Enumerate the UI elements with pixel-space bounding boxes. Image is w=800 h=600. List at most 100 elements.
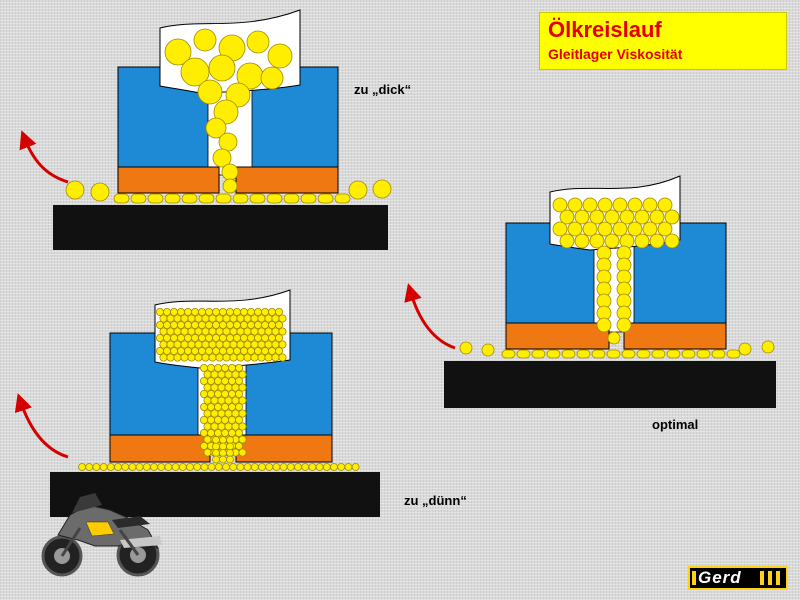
oil-drop	[199, 441, 208, 450]
oil-drop	[231, 370, 240, 379]
oil-drop	[322, 463, 331, 471]
oil-film	[591, 349, 606, 359]
oil-drop	[212, 449, 220, 457]
oil-drop	[201, 353, 210, 362]
oil-drop	[135, 463, 144, 471]
oil-drop	[219, 455, 227, 464]
oil-drop	[664, 233, 680, 249]
oil-drop	[166, 353, 175, 362]
oil-drop	[215, 314, 224, 323]
oil-drop	[180, 314, 189, 323]
oil-drop	[604, 233, 620, 249]
oil-drop	[227, 376, 236, 385]
oil-film	[249, 193, 266, 204]
oil-film	[726, 349, 741, 359]
oil-drop	[231, 396, 240, 405]
oil-drop	[204, 307, 213, 316]
oil-drop	[224, 422, 233, 431]
oil-drop	[236, 314, 245, 323]
oil-drop	[649, 209, 665, 225]
oil-drop	[607, 331, 621, 345]
oil-drop	[222, 178, 238, 194]
oil-drop	[199, 402, 208, 411]
oil-film	[531, 349, 546, 359]
oil-drop	[627, 221, 643, 237]
motorcycle-icon	[41, 493, 162, 577]
oil-drop	[218, 132, 238, 152]
oil-drop	[224, 409, 233, 418]
oil-drop	[187, 327, 196, 336]
oil-drop	[193, 463, 202, 471]
oil-drop	[272, 463, 281, 471]
oil-drop	[243, 353, 252, 362]
oil-drop	[169, 307, 178, 316]
oil-film	[501, 349, 516, 359]
oil-drop	[264, 327, 273, 336]
oil-drop	[218, 320, 227, 329]
oil-drop	[224, 383, 233, 392]
oil-drop	[459, 341, 473, 355]
oil-drop	[220, 415, 229, 424]
oil-drop	[232, 307, 241, 316]
oil-drop	[197, 320, 206, 329]
oil-drop	[217, 383, 226, 392]
oil-drop	[92, 463, 101, 471]
oil-drop	[222, 353, 231, 362]
oil-film	[300, 193, 317, 204]
oil-drop	[274, 320, 283, 329]
oil-drop	[217, 409, 226, 418]
oil-film	[561, 349, 576, 359]
oil-drop	[187, 340, 196, 349]
oil-drop	[187, 314, 196, 323]
oil-drop	[206, 363, 215, 372]
oil-drop	[619, 209, 635, 225]
oil-drop	[612, 197, 628, 213]
oil-drop	[222, 340, 231, 349]
oil-drop	[197, 346, 206, 355]
oil-drop	[278, 340, 287, 349]
oil-drop	[183, 320, 192, 329]
oil-drop	[193, 28, 217, 52]
oil-drop	[218, 346, 227, 355]
oil-drop	[213, 389, 222, 398]
oil-drop	[574, 233, 590, 249]
oil-drop	[274, 333, 283, 342]
oil-film	[113, 193, 130, 204]
oil-drop	[238, 435, 247, 444]
oil-drop	[205, 117, 227, 139]
oil-drop	[203, 409, 212, 418]
oil-drop	[243, 314, 252, 323]
oil-drop	[234, 389, 243, 398]
gerd-logo: Gerd	[688, 566, 788, 590]
oil-drop	[180, 353, 189, 362]
oil-drop	[128, 463, 137, 471]
oil-drop	[229, 314, 238, 323]
oil-drop	[238, 370, 247, 379]
oil-drop	[176, 320, 185, 329]
oil-drop	[206, 402, 215, 411]
oil-drop	[278, 353, 287, 362]
oil-drop	[604, 209, 620, 225]
oil-drop	[267, 320, 276, 329]
oil-drop	[271, 327, 280, 336]
label-optimal: optimal	[652, 417, 699, 432]
oil-drop	[239, 346, 248, 355]
flow-arrow-icon	[19, 130, 69, 184]
oil-drop	[217, 422, 226, 431]
oil-drop	[208, 314, 217, 323]
oil-drop	[229, 340, 238, 349]
page-subtitle: Gleitlager Viskosität	[548, 46, 683, 62]
flow-arrow-icon	[404, 283, 456, 350]
oil-drop	[90, 182, 110, 202]
oil-film	[636, 349, 651, 359]
label-thin: zu „dünn“	[404, 493, 467, 508]
oil-drop	[197, 307, 206, 316]
oil-drop	[227, 415, 236, 424]
oil-drop	[166, 327, 175, 336]
panel-optimal	[404, 175, 776, 408]
oil-drop	[238, 383, 247, 392]
oil-drop	[173, 353, 182, 362]
oil-drop	[253, 320, 262, 329]
oil-drop	[344, 463, 353, 471]
oil-drop	[212, 436, 220, 444]
